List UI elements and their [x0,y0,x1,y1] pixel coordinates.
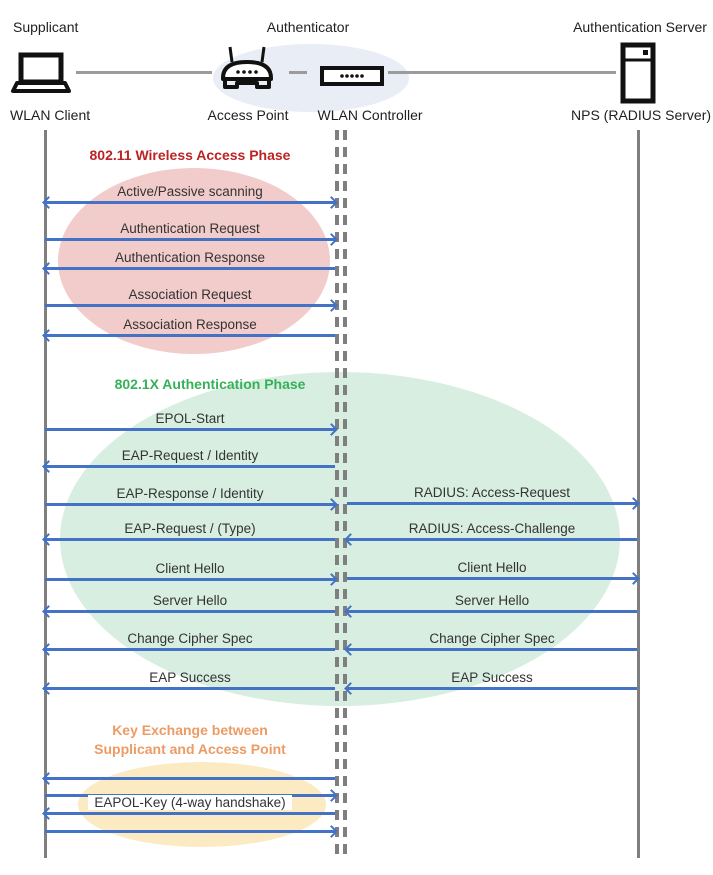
message-label: Server Hello [152,593,228,608]
message-association-response: Association Response [45,316,335,337]
arrow-left-icon [347,610,637,613]
message-label: Association Request [128,287,252,302]
message-eapol-key-arrow-1 [45,777,335,780]
phase-title-80211: 802.11 Wireless Access Phase [89,147,291,163]
message-label: EAP-Request / Identity [121,448,259,463]
device-label-wlan-controller: WLAN Controller [317,107,423,123]
arrow-left-icon [45,687,335,690]
message-label: RADIUS: Access-Request [413,485,571,500]
message-eapol-key: EAPOL-Key (4-way handshake) [45,794,335,815]
server-icon [620,42,656,104]
role-label-supplicant: Supplicant [13,19,79,35]
message-active-passive-scanning: Active/Passive scanning [45,183,335,204]
message-eap-request-identity: EAP-Request / Identity [45,447,335,468]
connector-client-ap [76,71,212,74]
message-label: Client Hello [155,561,225,576]
message-radius-access-challenge: RADIUS: Access-Challenge [347,520,637,541]
arrow-left-icon [45,267,335,270]
message-label: Server Hello [454,593,530,608]
role-label-authenticator: Authenticator [266,19,350,35]
device-label-wlan-client: WLAN Client [10,107,91,123]
message-label: EAP-Response / Identity [116,486,264,501]
arrow-both-icon [45,201,335,204]
arrow-left-icon [45,812,335,815]
message-eap-success-right: EAP Success [347,669,637,690]
arrow-left-icon [45,610,335,613]
message-association-request: Association Request [45,286,335,307]
arrow-right-icon [45,304,335,307]
phase-title-key-exchange-line2: Supplicant and Access Point [94,741,286,757]
message-label: EPOL-Start [155,411,225,426]
device-label-nps: NPS (RADIUS Server) [571,107,712,123]
message-label: Authentication Request [120,221,260,236]
phase-80211-ellipse [58,168,330,354]
phase-title-key-exchange: Key Exchange between Supplicant and Acce… [60,721,320,759]
lifeline-wlan-controller-2 [343,130,347,858]
message-label: EAPOL-Key (4-way handshake) [45,794,335,811]
arrow-right-icon [347,502,637,505]
message-eap-response-identity: EAP-Response / Identity [45,485,335,506]
lifeline-wlan-client [44,130,47,858]
message-eap-success-left: EAP Success [45,669,335,690]
message-radius-access-request: RADIUS: Access-Request [347,484,637,505]
message-label: Authentication Response [114,250,266,265]
device-label-access-point: Access Point [207,107,289,123]
message-label: RADIUS: Access-Challenge [408,521,576,536]
role-label-authentication-server: Authentication Server [573,19,707,35]
message-server-hello-right: Server Hello [347,592,637,613]
message-client-hello-right: Client Hello [347,559,637,580]
laptop-icon [11,52,71,93]
message-client-hello-left: Client Hello [45,560,335,581]
message-label: EAP Success [451,670,533,685]
phase-title-8021x: 802.1X Authentication Phase [114,376,306,392]
arrow-right-icon [45,578,335,581]
arrow-left-icon [347,648,637,651]
message-eap-request-type: EAP-Request / (Type) [45,520,335,541]
message-change-cipher-spec-left: Change Cipher Spec [45,630,335,651]
access-point-icon [221,46,273,89]
arrow-left-icon [45,465,335,468]
arrow-right-icon [347,577,637,580]
arrow-right-icon [45,428,335,431]
phase-title-key-exchange-line1: Key Exchange between [112,722,268,738]
lifeline-wlan-controller-1 [335,130,339,858]
message-label: EAP Success [149,670,231,685]
message-authentication-response: Authentication Response [45,249,335,270]
message-server-hello-left: Server Hello [45,592,335,613]
wlan-controller-icon [320,66,384,86]
lifeline-nps [637,130,640,858]
arrow-left-icon [45,538,335,541]
connector-controller-server [388,71,616,74]
message-label: Active/Passive scanning [117,184,263,199]
arrow-right-icon [45,830,335,833]
message-label: EAP-Request / (Type) [124,521,256,536]
arrow-left-icon [347,687,637,690]
message-label: Association Response [123,317,257,332]
arrow-right-icon [45,238,335,241]
message-authentication-request: Authentication Request [45,220,335,241]
message-label: Client Hello [457,560,527,575]
arrow-left-icon [347,538,637,541]
arrow-left-icon [45,334,335,337]
message-label: Change Cipher Spec [127,631,253,646]
message-epol-start: EPOL-Start [45,410,335,431]
message-eapol-key-arrow-4 [45,830,335,833]
connector-ap-controller [289,71,307,74]
arrow-left-icon [45,648,335,651]
message-change-cipher-spec-right: Change Cipher Spec [347,630,637,651]
arrow-left-icon [45,777,335,780]
message-label: Change Cipher Spec [429,631,555,646]
arrow-right-icon [45,503,335,506]
